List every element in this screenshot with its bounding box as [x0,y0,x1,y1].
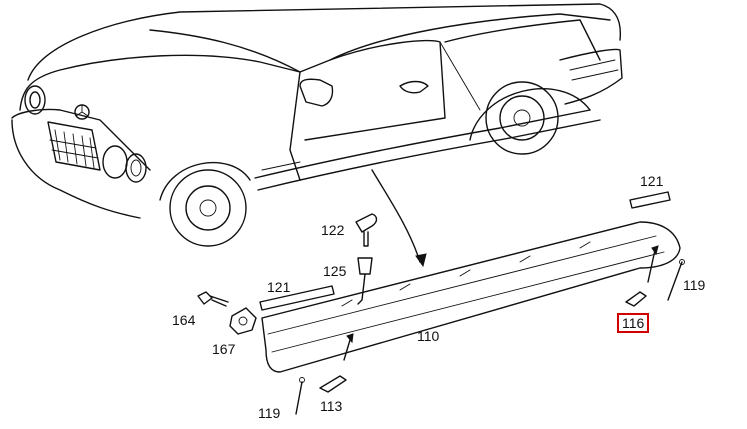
callout-164: 164 [172,312,196,328]
callout-121-left: 121 [267,279,291,295]
small-parts [197,213,685,415]
side-skirt-panel [259,191,681,373]
callout-122: 122 [321,222,345,238]
callout-119-right: 119 [683,277,706,293]
callout-125: 125 [323,263,347,279]
callout-121-right: 121 [640,173,664,189]
callout-119-left: 119 [258,405,281,421]
callout-167: 167 [212,341,236,357]
callout-116-highlighted: 116 [617,313,650,333]
callout-110: 110 [417,328,440,344]
callout-113: 113 [320,398,343,414]
car-illustration [11,3,623,268]
